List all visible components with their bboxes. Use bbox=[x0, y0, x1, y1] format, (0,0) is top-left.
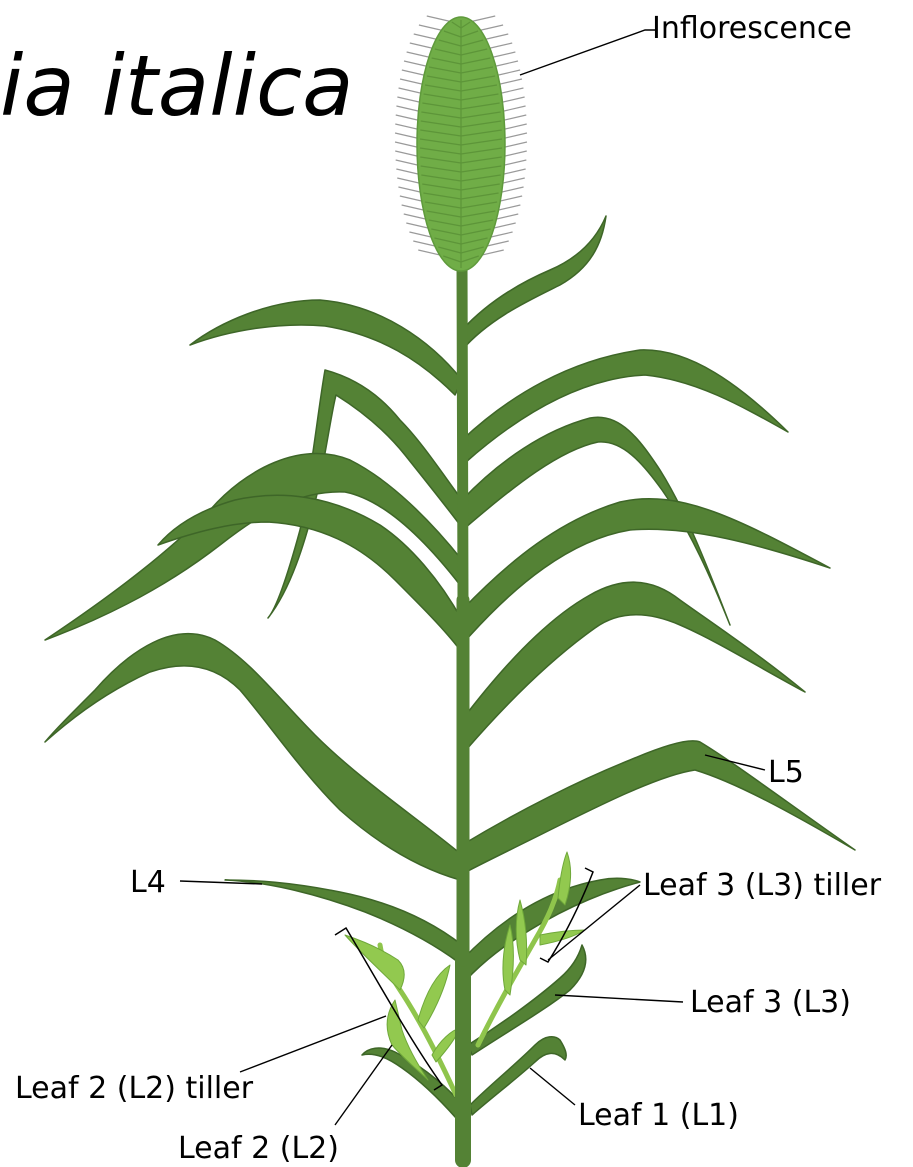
tiller-l2-leaf-1 bbox=[345, 935, 404, 990]
leader-leaf1 bbox=[530, 1068, 575, 1105]
leader-leaf2 bbox=[335, 1045, 392, 1125]
label-leaf2: Leaf 2 (L2) bbox=[178, 1131, 339, 1166]
label-l4: L4 bbox=[130, 865, 166, 900]
label-inflorescence: Inflorescence bbox=[652, 11, 852, 46]
species-title: ia italica bbox=[0, 37, 354, 135]
tiller-l2-leaf-2 bbox=[418, 965, 450, 1028]
label-leaf3-tiller: Leaf 3 (L3) tiller bbox=[643, 868, 882, 903]
leader-inflorescence bbox=[520, 30, 655, 75]
right-leaf-5 bbox=[462, 582, 805, 750]
main-stem-top bbox=[462, 262, 463, 600]
label-leaf3: Leaf 3 (L3) bbox=[690, 985, 851, 1020]
label-leaf2-tiller: Leaf 2 (L2) tiller bbox=[15, 1071, 254, 1106]
leaf-l4 bbox=[225, 880, 462, 962]
label-leaf1: Leaf 1 (L1) bbox=[578, 1098, 739, 1133]
right-leaf-6 bbox=[462, 878, 640, 980]
right-leaf-4 bbox=[462, 499, 830, 640]
leaf-l1 bbox=[470, 1037, 566, 1115]
left-leaf-6 bbox=[45, 634, 462, 880]
leader-leaf2-tiller bbox=[240, 1016, 386, 1072]
label-l5: L5 bbox=[768, 755, 804, 790]
inflorescence bbox=[395, 16, 527, 271]
leader-leaf3 bbox=[555, 995, 683, 1002]
